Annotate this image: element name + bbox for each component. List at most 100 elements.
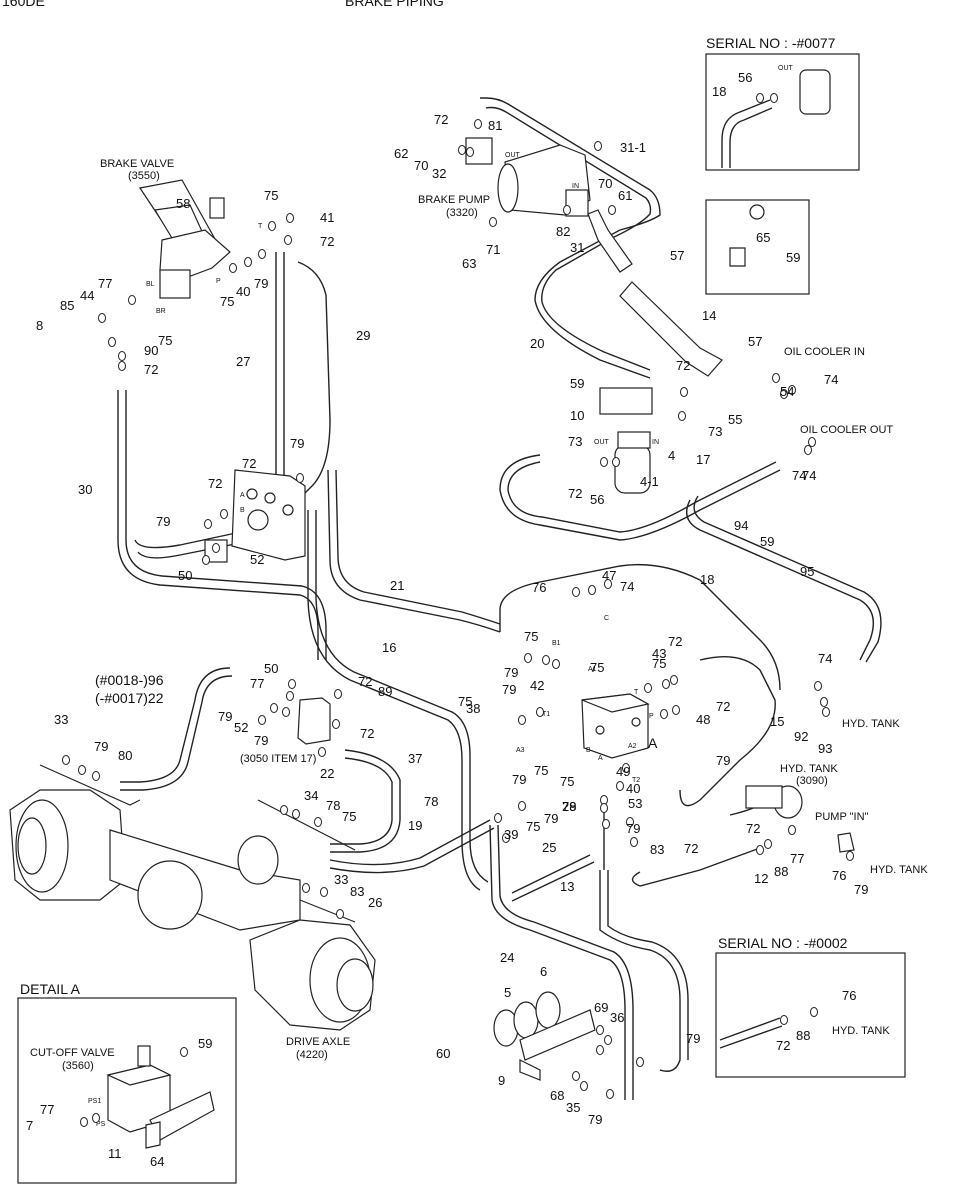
callout-35: 35 xyxy=(566,1100,580,1115)
callout-75: 75 xyxy=(560,774,574,789)
port-bl: BL xyxy=(146,281,155,288)
o-ring xyxy=(268,221,276,231)
callout-63: 63 xyxy=(462,256,476,271)
svg-text:PS: PS xyxy=(96,1121,106,1128)
callout-92: 92 xyxy=(794,729,808,744)
callout-28: 28 xyxy=(562,799,576,814)
pump-in-port: IN xyxy=(572,183,579,190)
o-ring xyxy=(288,679,296,689)
callout-47: 47 xyxy=(602,568,616,583)
o-ring xyxy=(98,313,106,323)
o-ring xyxy=(680,387,688,397)
callout-57: 57 xyxy=(748,334,762,349)
o-ring xyxy=(518,715,526,725)
o-ring xyxy=(788,825,796,835)
o-ring xyxy=(804,445,812,455)
callout-37: 37 xyxy=(408,751,422,766)
svg-text:A1: A1 xyxy=(588,666,597,673)
callout-90: 90 xyxy=(144,343,158,358)
o-ring xyxy=(572,1071,580,1081)
callout-79: 79 xyxy=(218,709,232,724)
callout-79: 79 xyxy=(254,733,268,748)
o-ring xyxy=(780,1015,788,1025)
callout-10: 10 xyxy=(570,408,584,423)
svg-text:A: A xyxy=(598,755,603,762)
o-ring xyxy=(296,473,304,483)
callout-79: 79 xyxy=(626,821,640,836)
callout-56: 56 xyxy=(738,70,752,85)
callout-21: 21 xyxy=(390,578,404,593)
callout-59: 59 xyxy=(570,376,584,391)
callout-77: 77 xyxy=(250,676,264,691)
o-ring xyxy=(820,697,828,707)
callout-16: 16 xyxy=(382,640,396,655)
callout-75: 75 xyxy=(264,188,278,203)
callout-19: 19 xyxy=(408,818,422,833)
callout-30: 30 xyxy=(78,482,92,497)
filter xyxy=(599,387,653,494)
callout-41: 41 xyxy=(320,210,334,225)
detail-a-box xyxy=(17,997,237,1184)
svg-text:T: T xyxy=(634,689,639,696)
svg-text:T1: T1 xyxy=(542,711,550,718)
hose-19 xyxy=(511,854,591,894)
callout-72: 72 xyxy=(568,486,582,501)
callout-95: 95 xyxy=(800,564,814,579)
pipe-14 xyxy=(619,281,723,377)
port-br: BR xyxy=(156,308,166,315)
callout-11: 11 xyxy=(108,1146,122,1161)
o-ring xyxy=(552,659,560,669)
o-ring xyxy=(244,257,252,267)
svg-text:P: P xyxy=(649,713,654,720)
o-ring xyxy=(286,213,294,223)
serial-range-2: (-#0017)22 xyxy=(95,690,164,706)
o-ring xyxy=(678,411,686,421)
o-ring xyxy=(212,543,220,553)
callout-52: 52 xyxy=(234,720,248,735)
hyd-tank-label-2: HYD. TANK xyxy=(842,718,900,730)
callout-6: 6 xyxy=(540,964,547,979)
o-ring xyxy=(756,845,764,855)
o-ring xyxy=(608,205,616,215)
o-ring xyxy=(588,585,596,595)
pipe-31 xyxy=(587,209,633,273)
o-ring xyxy=(524,653,532,663)
callout-74: 74 xyxy=(802,468,816,483)
callout-59: 59 xyxy=(760,534,774,549)
o-ring xyxy=(606,1089,614,1099)
callout-59: 59 xyxy=(198,1036,212,1051)
callout-79: 79 xyxy=(588,1112,602,1127)
o-ring xyxy=(622,763,630,773)
o-ring xyxy=(604,1035,612,1045)
callout-72: 72 xyxy=(776,1038,790,1053)
callout-39: 39 xyxy=(504,827,518,842)
o-ring xyxy=(280,805,288,815)
callout-31-1: 31-1 xyxy=(620,140,646,155)
callout-75: 75 xyxy=(534,763,548,778)
hose-20 xyxy=(480,97,661,379)
o-ring xyxy=(660,709,668,719)
brake-valve-number: (3550) xyxy=(128,170,160,182)
serial-box-1-title: SERIAL NO : -#0077 xyxy=(706,35,836,51)
o-ring xyxy=(336,909,344,919)
callout-18: 18 xyxy=(700,572,714,587)
callout-82: 82 xyxy=(556,224,570,239)
callout-72: 72 xyxy=(208,476,222,491)
brake-pump xyxy=(465,137,591,217)
callout-70: 70 xyxy=(598,176,612,191)
callout-93: 93 xyxy=(818,741,832,756)
o-ring xyxy=(494,813,502,823)
callout-72: 72 xyxy=(242,456,256,471)
brake-pump-number: (3320) xyxy=(446,207,478,219)
o-ring xyxy=(810,1007,818,1017)
callout-33: 33 xyxy=(54,712,68,727)
callout-26: 26 xyxy=(368,895,382,910)
callout-15: 15 xyxy=(770,714,784,729)
o-ring xyxy=(80,1117,88,1127)
serial-box-1 xyxy=(705,53,860,171)
callout-7: 7 xyxy=(26,1118,33,1133)
hose-26 xyxy=(489,824,626,1100)
hose-18 xyxy=(499,563,781,691)
